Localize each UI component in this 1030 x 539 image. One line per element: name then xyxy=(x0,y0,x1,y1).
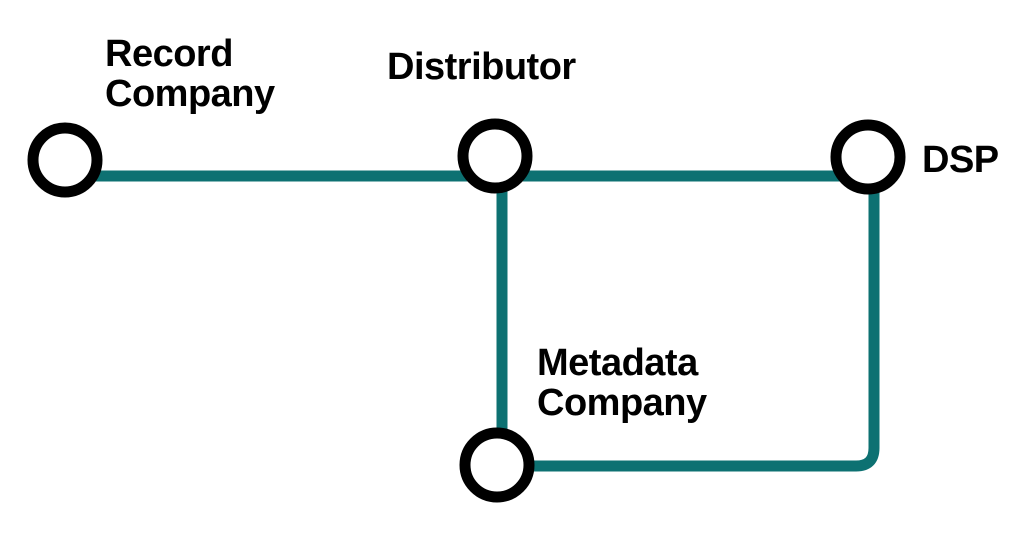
distributor-label: Distributor xyxy=(387,46,576,88)
record-company-label-line2: Company xyxy=(105,73,275,115)
node-distributor xyxy=(457,118,533,194)
metadata-company-label-line1: Metadata xyxy=(537,342,698,384)
metadata-company-label-line2: Company xyxy=(537,382,707,424)
dsp-label: DSP xyxy=(922,139,999,181)
record-company-label-line1: Record xyxy=(105,33,233,75)
connector-metadata-to-dsp xyxy=(497,176,880,472)
node-record-company xyxy=(27,122,103,198)
node-metadata-company xyxy=(459,427,535,503)
node-dsp xyxy=(830,119,906,195)
